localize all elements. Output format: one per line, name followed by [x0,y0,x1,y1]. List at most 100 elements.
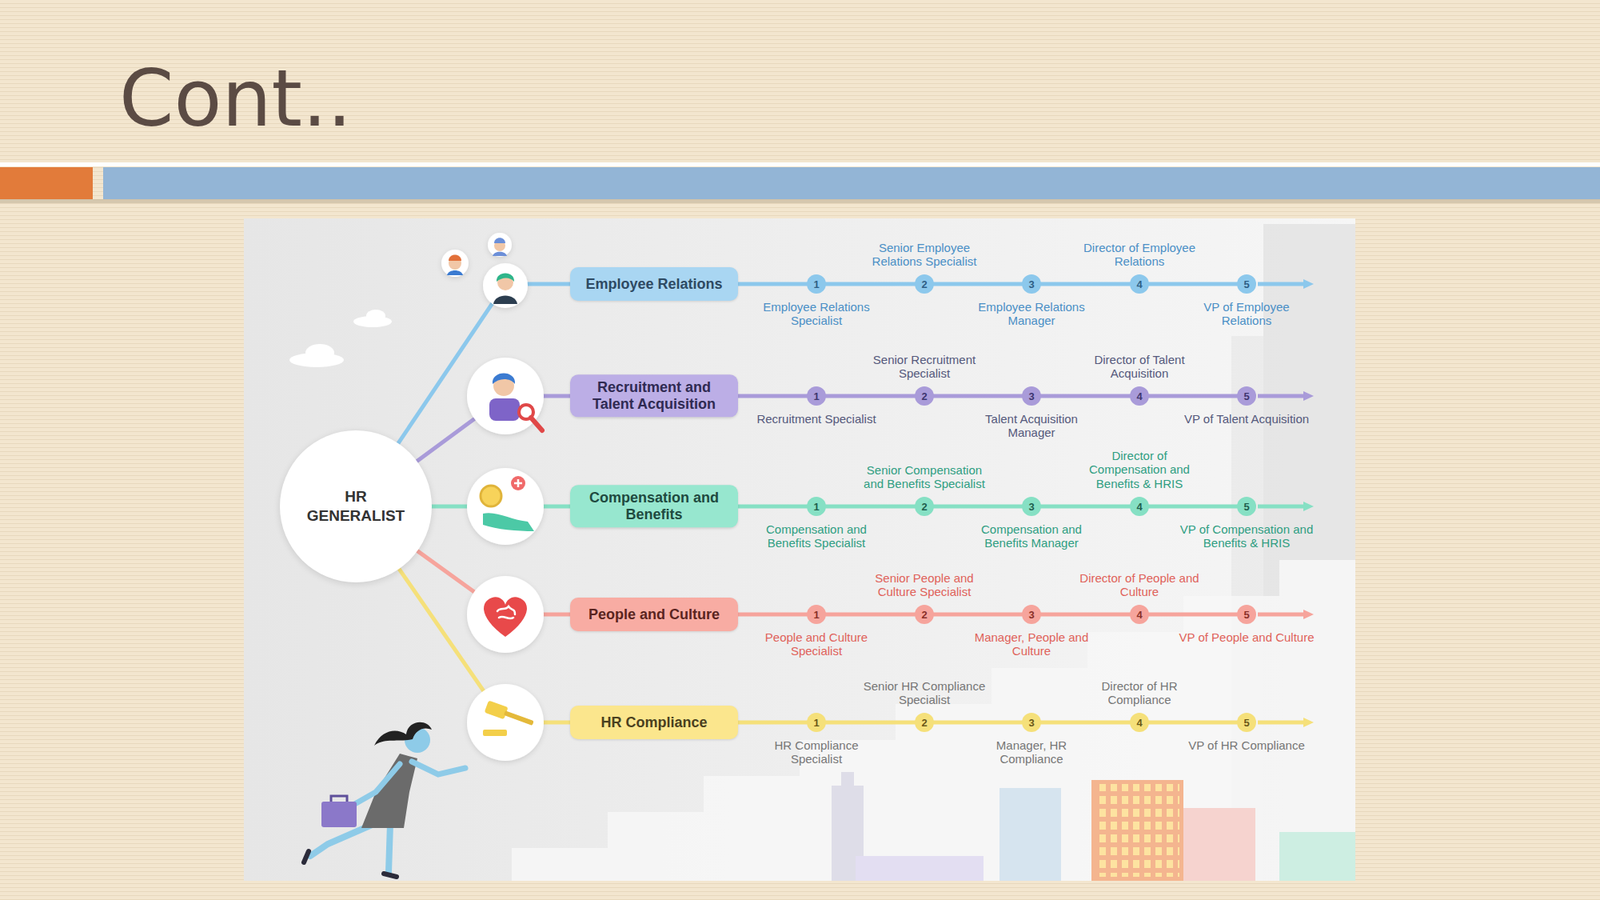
step-dot: 1 [806,386,826,406]
connector [1041,504,1130,509]
node-label: Compensation and Benefits [578,489,731,523]
compensation-icon [514,478,523,487]
city-buildings [1279,831,1356,881]
connector [933,394,1022,399]
step-dot: 5 [1236,274,1257,294]
connector [1041,394,1130,399]
step-number: 3 [1028,501,1034,512]
category-pill: Compensation and Benefits [570,484,739,527]
slide-ground [0,199,1600,204]
connector [1149,282,1237,287]
track-end [1257,612,1305,617]
job-title: Employee Relations Manager [963,299,1100,328]
compensation-icon [466,467,544,545]
step-dot: 5 [1236,386,1257,406]
track-end [1303,717,1314,727]
node-label: HR Compliance [600,714,707,731]
step-dot: 5 [1236,712,1257,732]
track-end [1303,391,1314,401]
connector [933,720,1022,725]
step-dot: 4 [1129,604,1150,624]
connector [1149,504,1237,509]
job-title: VP of Talent Acquisition [1178,411,1315,426]
track-end [1303,279,1314,289]
running-woman [383,873,397,877]
compensation-icon [510,475,526,491]
connector [933,612,1022,617]
job-title: VP of Compensation and Benefits & HRIS [1178,522,1315,551]
step-number: 4 [1136,609,1142,620]
running-woman [374,722,432,746]
compliance-icon [466,683,544,761]
job-title: Director of HR Compliance [1071,678,1208,707]
step-dot: 2 [914,712,934,732]
connector [1149,612,1237,617]
step-number: 5 [1243,391,1249,402]
step-dot: 5 [1236,496,1257,516]
step-number: 5 [1243,501,1249,512]
running-woman [353,763,400,805]
connector [825,504,915,509]
city-buildings [841,771,854,786]
step-dot: 3 [1021,712,1042,732]
job-title: Senior HR Compliance Specialist [856,678,993,707]
step-dot: 2 [914,604,934,624]
step-number: 3 [1028,717,1034,728]
connector [398,283,571,443]
job-title: Director of Compensation and Benefits & … [1071,448,1208,491]
track-end [1257,282,1305,287]
compliance-icon [466,683,544,761]
employee-relations-icon [482,263,528,308]
team-avatars [446,270,463,276]
job-title: Director of Talent Acquisition [1071,352,1208,381]
step-dot: 1 [806,496,826,516]
running-woman [331,795,348,802]
running-woman [303,850,309,862]
step-dot: 3 [1021,274,1042,294]
job-title: Senior People and Culture Specialist [856,570,993,599]
step-number: 4 [1136,717,1142,728]
connector [738,612,807,617]
city-buildings [831,771,1356,881]
step-number: 4 [1136,279,1142,290]
compliance-icon [484,699,509,719]
connector [1041,720,1130,725]
cloud [366,309,386,323]
track-end [1257,279,1314,727]
team-avatars [441,249,469,277]
team-avatars [494,237,506,244]
category-pill: HR Compliance [570,705,739,739]
job-title: Talent Acquisition Manager [963,411,1100,440]
step-dot: 1 [806,712,826,732]
job-title: Compensation and Benefits Specialist [748,522,885,551]
connector [1149,394,1237,399]
step-dot: 2 [914,274,934,294]
step-number: 3 [1028,609,1034,620]
accent-bar [0,167,93,200]
compensation-icon [482,512,535,531]
cloud [289,309,392,368]
job-title: VP of Employee Relations [1178,299,1315,328]
compliance-icon [482,729,507,736]
category-pill: Recruitment and Talent Acquisition [570,374,739,417]
city-buildings [1091,779,1184,881]
connector [738,720,807,725]
step-number: 1 [813,279,819,290]
step-number: 4 [1136,501,1142,512]
connector [1041,612,1130,617]
connector [738,394,807,399]
stair-steps [511,559,1356,881]
job-title: Senior Recruitment Specialist [856,352,993,381]
job-title: Manager, People and Culture [963,630,1100,659]
job-title: Senior Compensation and Benefits Special… [856,462,993,491]
job-title: Manager, HR Compliance [963,738,1100,767]
employee-relations-icon [493,295,518,305]
people-culture-icon [466,575,544,653]
employee-relations-icon [496,273,515,283]
connector [825,720,915,725]
node-label: Employee Relations [585,275,723,293]
step-number: 3 [1028,279,1034,290]
job-title: Employee Relations Specialist [748,299,885,328]
people-culture-icon [466,575,544,653]
